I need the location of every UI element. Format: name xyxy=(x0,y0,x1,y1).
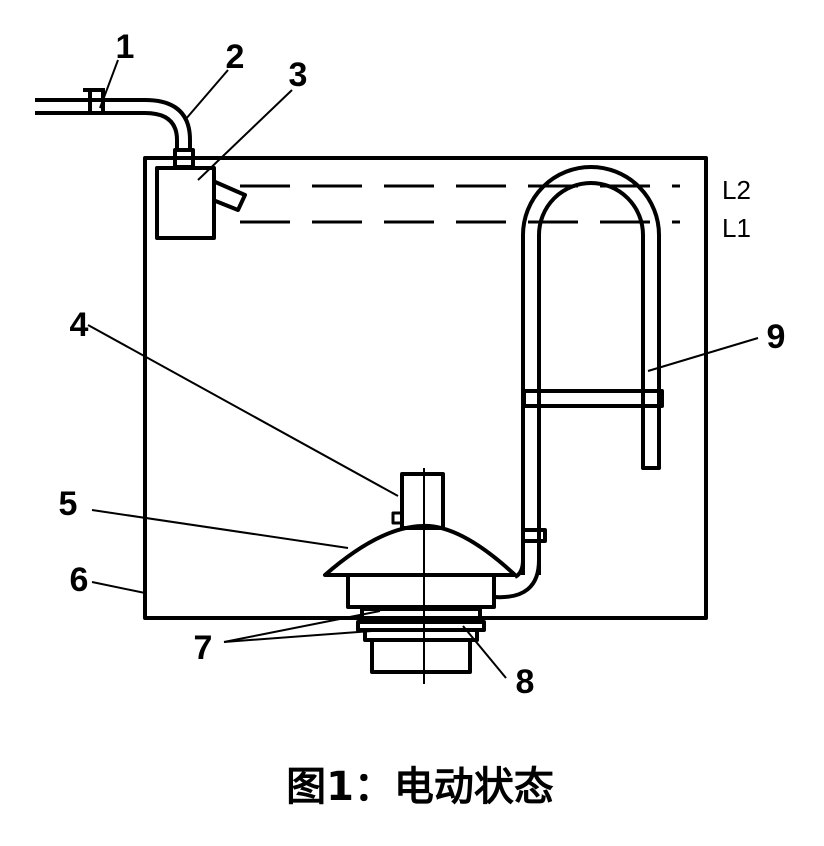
label-3: 3 xyxy=(289,56,308,94)
label-2: 2 xyxy=(226,38,245,76)
label-8: 8 xyxy=(516,663,535,701)
siphon-pipe xyxy=(521,165,664,575)
outlet-pipe xyxy=(370,638,472,674)
inlet-pipe xyxy=(35,98,192,150)
label-1: 1 xyxy=(116,28,135,66)
label-5: 5 xyxy=(59,485,78,523)
label-6: 6 xyxy=(70,561,89,599)
label-7: 7 xyxy=(194,629,213,667)
outlet-assembly xyxy=(356,607,486,674)
level-label-lower: L1 xyxy=(722,213,751,243)
tank-body xyxy=(143,156,708,620)
figure-caption: 图1：电动状态 xyxy=(286,764,554,810)
siphon-clamp xyxy=(522,389,664,408)
leader-lines xyxy=(87,59,759,679)
actuator xyxy=(391,472,445,530)
part-labels: 1 2 3 4 5 6 7 8 9 xyxy=(59,28,786,701)
flush-dome xyxy=(323,523,541,609)
label-9: 9 xyxy=(767,318,786,356)
actuator-knob xyxy=(391,511,404,525)
level-label-upper: L2 xyxy=(722,175,751,205)
siphon-joint xyxy=(521,528,547,543)
water-levels xyxy=(240,184,680,224)
gasket-upper xyxy=(360,607,482,620)
float-valve xyxy=(155,166,247,240)
label-4: 4 xyxy=(70,306,89,344)
level-labels: L2 L1 xyxy=(722,175,751,243)
